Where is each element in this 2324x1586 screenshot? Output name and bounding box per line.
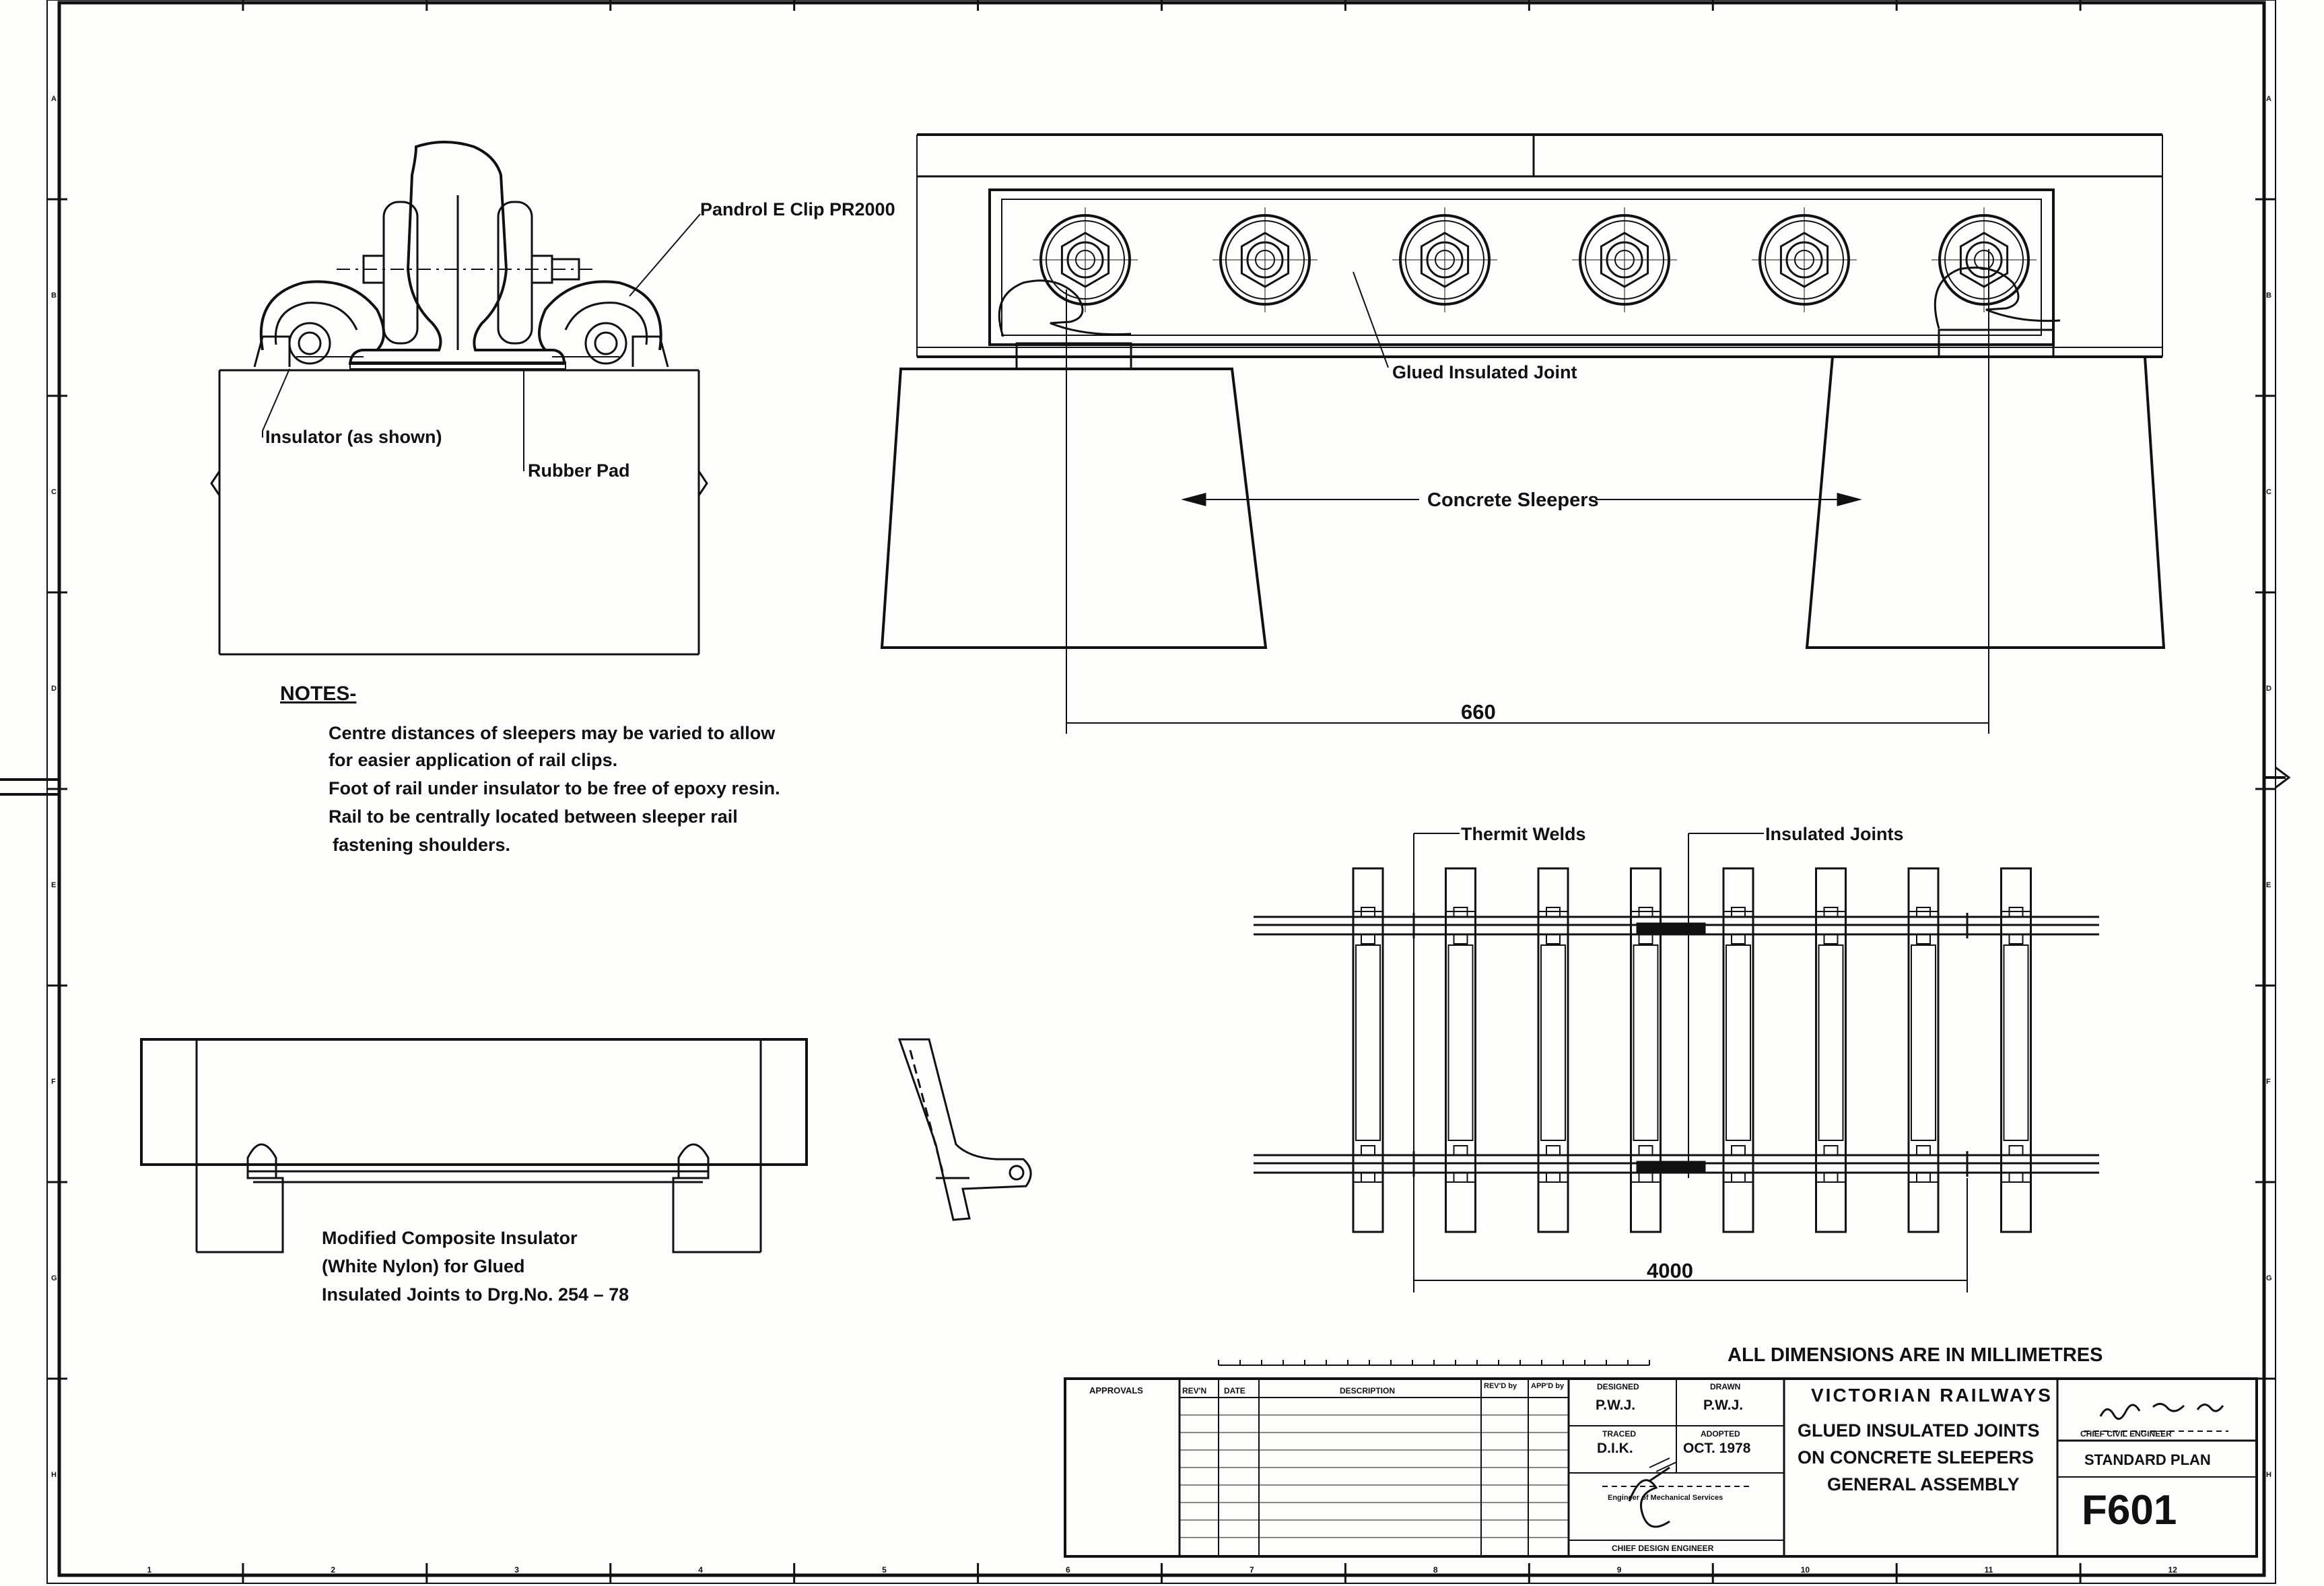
caption-line: Modified Composite Insulator [322,1228,578,1248]
plan-sleeper [1352,867,1384,1233]
grid-column-label: 9 [1617,1565,1622,1575]
track-plan-view [1254,833,2099,1292]
bolt-head [1572,207,1677,312]
grid-column-label: 3 [514,1565,519,1575]
adopted-date: OCT. 1978 [1683,1441,1751,1456]
plan-sleeper [1907,867,1940,1233]
plan-type: STANDARD PLAN [2084,1451,2211,1468]
grid-row-label: F [51,1078,56,1086]
bolt-head [1752,207,1857,312]
grid-row-label: B [51,291,57,300]
rev-label: REV'N [1182,1386,1206,1395]
insulator-caption: Modified Composite Insulator (White Nylo… [322,1228,629,1305]
note-line: for easier application of rail clips. [329,750,617,770]
drawn-by: P.W.J. [1703,1398,1743,1413]
bolt-head [1392,207,1497,312]
pandrol-clip-label: Pandrol E Clip PR2000 [700,199,895,219]
plan-sleeper [2000,867,2032,1233]
traced-by: D.I.K. [1597,1441,1633,1456]
mech-engineer-label: Engineer of Mechanical Services [1608,1494,1723,1502]
caption-line: Insulated Joints to Drg.No. 254 – 78 [322,1284,629,1305]
approvals-label: APPROVALS [1089,1385,1143,1395]
description-label: DESCRIPTION [1340,1386,1395,1395]
designed-label: DESIGNED [1597,1382,1639,1391]
grid-column-label: 1 [147,1565,151,1575]
grid-row-label: A [51,95,57,103]
revd-label: REV'D by [1484,1382,1517,1390]
grid-row-label: G [51,1274,57,1282]
glued-joint-label: Glued Insulated Joint [1392,362,1577,382]
rubber-pad-label: Rubber Pad [528,460,630,481]
grid-column-label: 6 [1066,1565,1070,1575]
note-line: Centre distances of sleepers may be vari… [329,723,776,743]
adopted-label: ADOPTED [1701,1429,1740,1439]
grid-row-label: E [2266,881,2271,889]
insulator-label: Insulator (as shown) [265,427,442,447]
grid-row-label: H [51,1471,57,1479]
plan-sleeper [1445,867,1476,1233]
rail-cross-section [210,141,708,656]
grid-column-label: 12 [2168,1565,2178,1575]
title-line: ON CONCRETE SLEEPERS [1798,1447,2034,1468]
appd-label: APP'D by [1531,1382,1565,1390]
chief-civil-label: CHIEF CIVIL ENGINEER [2080,1429,2172,1439]
designed-by: P.W.J. [1596,1398,1635,1413]
grid-row-label: F [2266,1078,2271,1086]
dimension-660: 660 [1461,700,1496,724]
grid-row-label: H [2266,1471,2271,1479]
insulator-detail [140,1038,1032,1253]
notes-list: Centre distances of sleepers may be vari… [329,723,780,855]
organisation-name: VICTORIAN RAILWAYS [1811,1385,2053,1406]
note-line: Foot of rail under insulator to be free … [329,778,780,798]
bolt-head [1033,207,1138,312]
plan-sleeper [1630,867,1662,1233]
grid-row-label: D [51,685,57,693]
dimensions-note: ALL DIMENSIONS ARE IN MILLIMETRES [1728,1344,2103,1366]
drawn-label: DRAWN [1710,1382,1740,1391]
grid-column-label: 4 [698,1565,703,1575]
grid-column-label: 11 [1985,1565,1993,1575]
plan-sleeper [1815,867,1847,1233]
grid-row-label: D [2266,685,2271,693]
grid-row-label: C [2266,488,2271,496]
grid-column-label: 10 [1801,1565,1810,1575]
plan-sleeper [1537,867,1569,1233]
thermit-welds-label: Thermit Welds [1461,824,1586,844]
grid-row-label: G [2266,1274,2272,1282]
concrete-sleepers-label: Concrete Sleepers [1427,489,1599,511]
grid-row-markers: A A B B C C D D E E F F G G H H [47,95,2276,1479]
grid-row-label: A [2266,95,2271,103]
grid-column-label: 7 [1250,1565,1254,1575]
grid-column-label: 2 [331,1565,335,1575]
chief-design-label: CHIEF DESIGN ENGINEER [1612,1544,1714,1553]
note-line: fastening shoulders. [333,835,510,855]
date-label: DATE [1224,1386,1245,1395]
grid-column-label: 8 [1433,1565,1438,1575]
grid-row-label: C [51,488,57,496]
plan-number: F601 [2082,1487,2177,1533]
grid-row-label: B [2266,291,2271,300]
caption-line: (White Nylon) for Glued [322,1256,524,1276]
note-line: Rail to be centrally located between sle… [329,806,738,827]
insulated-joints-label: Insulated Joints [1765,824,1904,844]
side-elevation [880,133,2166,734]
title-line: GENERAL ASSEMBLY [1827,1474,2020,1494]
grid-row-label: E [51,881,56,889]
bolt-head [1932,207,2037,312]
bolt-head [1212,207,1318,312]
title-line: GLUED INSULATED JOINTS [1798,1420,2040,1441]
plan-sleeper [1722,867,1754,1233]
notes-heading: NOTES- [280,683,356,705]
traced-label: TRACED [1602,1429,1636,1439]
dimension-4000: 4000 [1647,1259,1693,1282]
title-block [1064,1360,2258,1558]
grid-column-label: 5 [882,1565,887,1575]
